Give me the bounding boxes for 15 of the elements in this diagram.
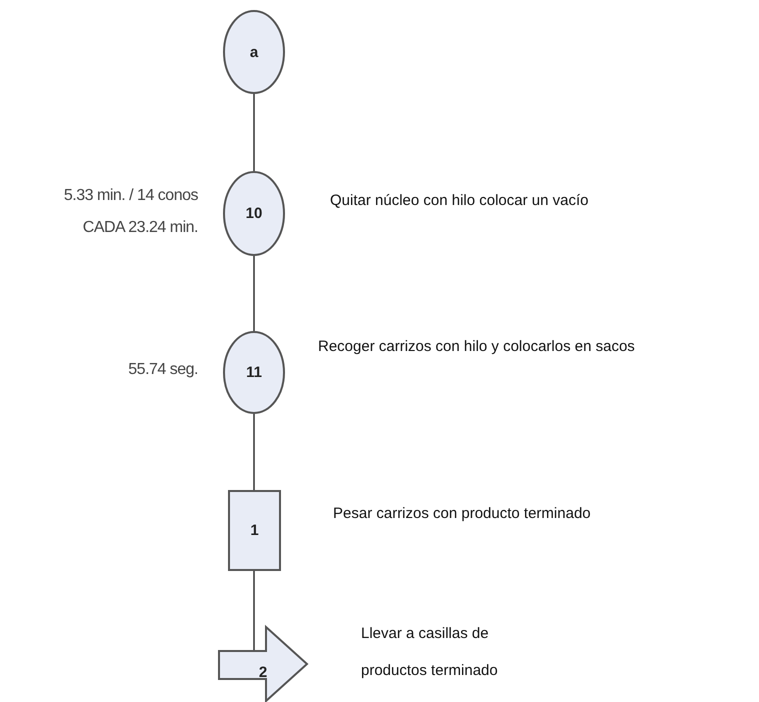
operation-circle: 11 (223, 331, 285, 414)
operation-circle: a (223, 10, 285, 94)
time-note: 5.33 min. / 14 conos CADA 23.24 min. (62, 186, 198, 238)
transport-arrow: 2 (218, 626, 308, 702)
step-description: Quitar núcleo con hilo colocar un vacío (330, 191, 590, 211)
connector-line (253, 256, 255, 331)
connector-line (253, 571, 255, 651)
step-description: Recoger carrizos con hilo y colocarlos en sacos (318, 337, 636, 357)
inspection-box: 1 (228, 490, 281, 571)
connector-line (253, 414, 255, 490)
step-description: Llevar a casillas de productos terminado (361, 624, 499, 681)
connector-line (253, 94, 255, 171)
operation-circle: 10 (223, 171, 285, 256)
step-description: Pesar carrizos con producto terminado (333, 504, 592, 524)
time-note: 55.74 seg. (127, 360, 198, 380)
